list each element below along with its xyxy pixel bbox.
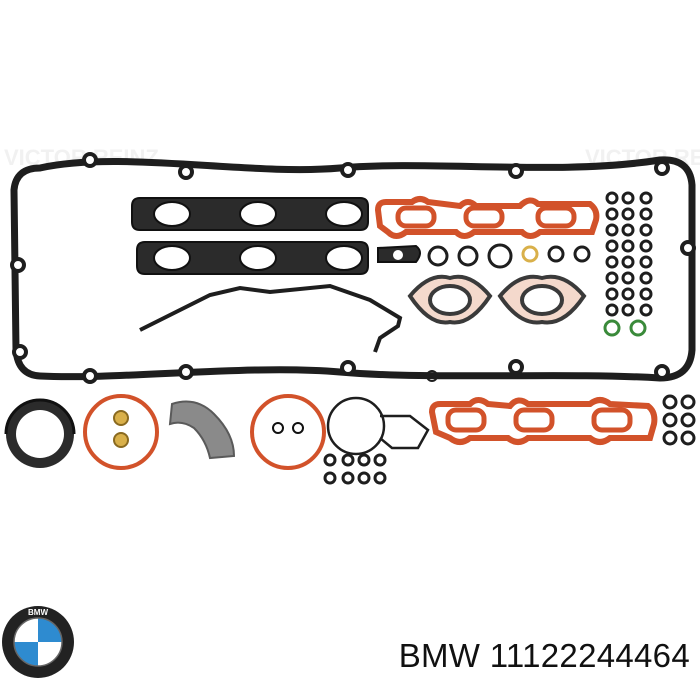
small-o-ring — [426, 370, 438, 382]
product-caption-text: BMW 11122244464 — [398, 637, 690, 674]
logo-text: BMW — [28, 608, 48, 617]
bmw-roundel-lettering: BMW — [28, 608, 48, 617]
flange-gasket-left — [407, 274, 493, 325]
exhaust-gasket-upper — [131, 197, 369, 231]
o-ring-grid-bottom — [323, 453, 387, 485]
water-pump-gasket — [326, 396, 430, 456]
bmw-roundel-icon: BMW — [2, 606, 74, 678]
intake-gasket-upper — [374, 196, 600, 239]
flange-gasket-right — [497, 274, 587, 325]
breather-hose — [168, 400, 236, 460]
copper-ring-with-o-rings — [250, 394, 326, 470]
timing-cover-gasket — [139, 283, 403, 353]
valve-seal-grid — [603, 191, 653, 337]
crankshaft-seal — [4, 398, 76, 468]
exhaust-gasket-lower — [136, 241, 369, 275]
fitting-gasket-hole — [393, 250, 403, 260]
o-ring-grid-right — [662, 394, 696, 446]
o-rings-row — [427, 243, 591, 269]
watermark-text: VICTOR REINZ — [4, 145, 159, 170]
intake-gasket-lower — [428, 397, 658, 445]
intake-ports-upper — [395, 205, 577, 229]
copper-ring-with-plugs — [83, 394, 159, 470]
intake-ports-lower — [445, 407, 633, 433]
product-caption: BMW 11122244464 — [84, 615, 700, 675]
valve-cover-bolt-holes — [10, 152, 696, 384]
